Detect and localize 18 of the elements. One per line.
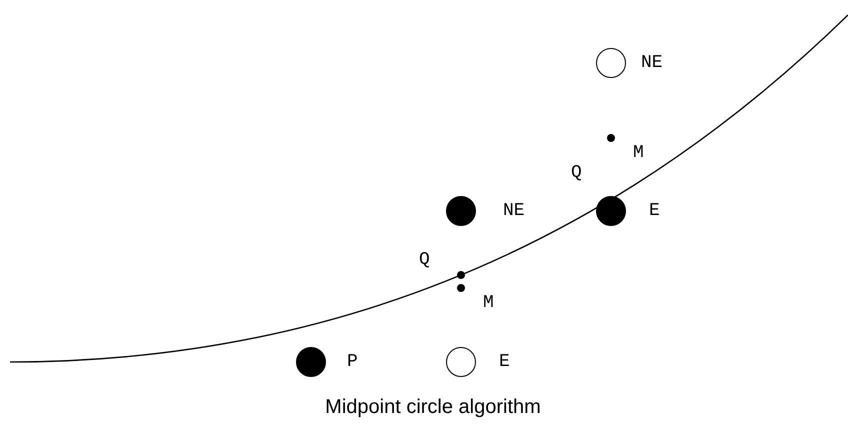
point-dot (607, 134, 615, 142)
caption: Midpoint circle algorithm (324, 396, 542, 419)
point-label: E (649, 200, 660, 223)
filled-circle (296, 347, 326, 377)
point-label: M (633, 142, 644, 165)
point-label: Q (419, 249, 430, 272)
point-dot (457, 284, 465, 292)
open-circle (596, 48, 626, 78)
point-label: NE (641, 52, 663, 75)
point-label: P (347, 351, 358, 374)
open-circle (446, 347, 476, 377)
filled-circle (446, 196, 476, 226)
point-label: NE (503, 200, 525, 223)
point-label: Q (571, 162, 582, 185)
filled-circle (596, 196, 626, 226)
point-dot (457, 271, 465, 279)
point-label: M (483, 292, 494, 315)
point-label: E (499, 351, 510, 374)
